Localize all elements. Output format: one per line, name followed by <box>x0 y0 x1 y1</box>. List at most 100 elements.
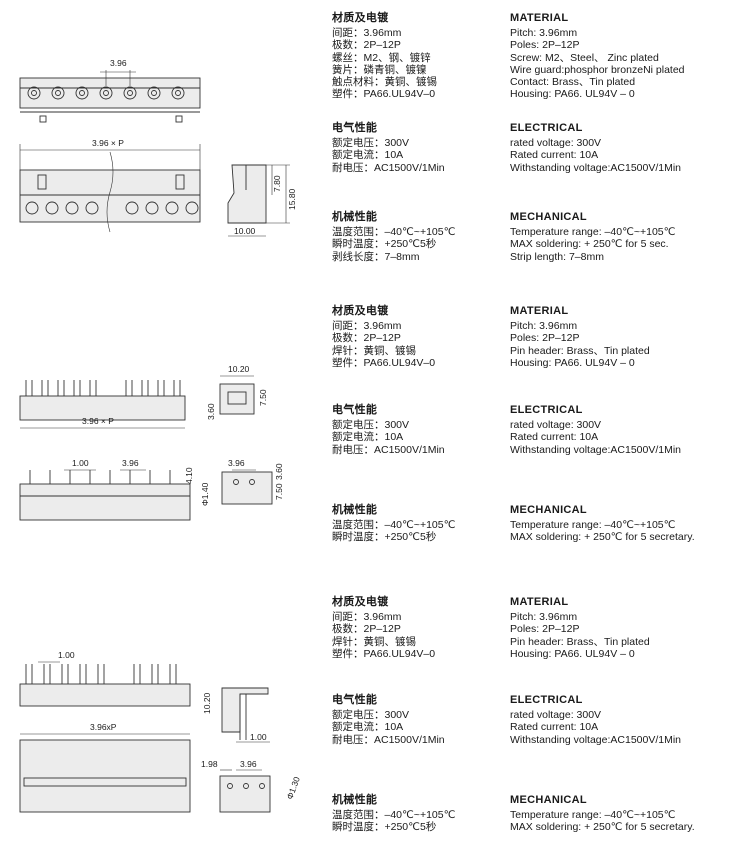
dim-t: 4.10 <box>184 467 194 484</box>
s1-electrical-en: ELECTRICAL rated voltage: 300V Rated cur… <box>510 122 742 174</box>
heading: 机械性能 <box>332 211 378 223</box>
dim-pitch: 3.96 <box>240 759 257 769</box>
s2-electrical-cn: 电气性能 额定电压：300V 额定电流：10A 耐电压：AC1500V/1Min <box>332 404 497 456</box>
spec-line: 额定电压：300V <box>332 137 410 150</box>
dim-h3: 3.60 <box>274 463 284 480</box>
spec-line: 间距：3.96mm <box>332 320 402 333</box>
heading: 电气性能 <box>332 122 378 134</box>
heading: 机械性能 <box>332 794 378 806</box>
spec-line: Pitch: 3.96mm <box>510 27 578 40</box>
spec-line: 剥线长度：7–8mm <box>332 250 420 263</box>
dim-span: 3.96xP <box>90 722 117 732</box>
spec-line: Withstanding voltage:AC1500V/1Min <box>510 161 682 174</box>
heading: ELECTRICAL <box>510 404 583 416</box>
s2-electrical-en: ELECTRICAL rated voltage: 300V Rated cur… <box>510 404 742 456</box>
dim-w: 10.20 <box>228 364 250 374</box>
spec-line: Housing: PA66. UL94V – 0 <box>510 647 635 660</box>
spec-line: Housing: PA66. UL94V – 0 <box>510 88 635 101</box>
spec-line: 触点材料：黄铜、镀锡 <box>332 76 437 89</box>
spec-line: Screw: M2、Steel、 Zinc plated <box>510 51 659 64</box>
heading: 机械性能 <box>332 504 378 516</box>
spec-line: Poles: 2P–12P <box>510 39 580 52</box>
dim-span: 3.96 × P <box>82 416 114 426</box>
dim-h1: 7.80 <box>272 175 282 192</box>
spec-line: 耐电压：AC1500V/1Min <box>332 443 445 456</box>
spec-line: Rated current: 10A <box>510 721 599 734</box>
s3-electrical-en: ELECTRICAL rated voltage: 300V Rated cur… <box>510 694 742 746</box>
heading: 材质及电镀 <box>332 596 389 608</box>
dim-off: 1.98 <box>201 759 218 769</box>
s1-mechanical-en: MECHANICAL Temperature range: –40℃~+105℃… <box>510 211 742 263</box>
s3-front-view: 3.96xP <box>19 722 191 813</box>
s3-pin-side-view: 1.98 3.96 Φ1.30 <box>201 759 302 813</box>
s3-drawings: 1.00 10.20 1.00 3.96xP 1.98 3.96 Φ1.30 <box>19 650 302 813</box>
s1-mechanical-cn: 机械性能 温度范围：–40℃~+105℃ 瞬时温度：+250℃5秒 剥线长度：7… <box>332 211 497 263</box>
spec-line: 间距：3.96mm <box>332 27 402 40</box>
spec-line: 额定电流：10A <box>332 721 404 734</box>
dim-h2: 7.50 <box>258 389 268 406</box>
s2-pin-view: 1.00 3.96 4.10 <box>19 458 194 521</box>
dim-h: 10.20 <box>202 692 212 714</box>
s1-front-view: 3.96 × P <box>19 138 201 233</box>
spec-line: Temperature range: –40℃~+105℃ <box>510 226 676 239</box>
spec-line: 塑件：PA66.UL94V–0 <box>332 647 436 660</box>
s3-electrical-cn: 电气性能 额定电压：300V 额定电流：10A 耐电压：AC1500V/1Min <box>332 694 497 746</box>
spec-line: 额定电压：300V <box>332 419 410 432</box>
dim-pin2: 1.00 <box>250 732 267 742</box>
heading: 材质及电镀 <box>332 12 389 24</box>
s2-pin-side-view: 3.96 Φ1.40 3.60 7.50 <box>200 458 284 506</box>
spec-line: Temperature range: –40℃~+105℃ <box>510 519 676 532</box>
heading: 材质及电镀 <box>332 305 389 317</box>
spec-line: MAX soldering: + 250℃ for 5 secretary. <box>510 821 695 834</box>
spec-line: 极数：2P–12P <box>332 332 401 345</box>
spec-line: Rated current: 10A <box>510 149 599 162</box>
dim-h2: 15.80 <box>287 188 297 210</box>
s2-material-cn: 材质及电镀 间距：3.96mm 极数：2P–12P 焊针：黄铜、镀锡 塑件：PA… <box>332 305 497 369</box>
spec-line: rated voltage: 300V <box>510 137 602 150</box>
spec-line: 温度范围：–40℃~+105℃ <box>332 519 456 532</box>
spec-line: Strip length: 7–8mm <box>510 250 604 263</box>
dim-pitch: 3.96 <box>122 458 139 468</box>
spec-line: 塑件：PA66.UL94V–0 <box>332 88 436 101</box>
s2-side-view: 10.20 3.60 7.50 <box>206 364 268 420</box>
s3-mechanical-en: MECHANICAL Temperature range: –40℃~+105℃… <box>510 794 742 834</box>
dim-pitch2: 3.96 <box>228 458 245 468</box>
spec-line: Pitch: 3.96mm <box>510 320 578 333</box>
s3-mechanical-cn: 机械性能 温度范围：–40℃~+105℃ 瞬时温度：+250℃5秒 <box>332 794 497 834</box>
spec-line: 极数：2P–12P <box>332 39 401 52</box>
dim-w: 10.00 <box>234 226 256 236</box>
spec-line: Withstanding voltage:AC1500V/1Min <box>510 443 682 456</box>
spec-line: Wire guard:phosphor bronzeNi plated <box>510 63 685 76</box>
heading: ELECTRICAL <box>510 694 583 706</box>
spec-line: Poles: 2P–12P <box>510 332 580 345</box>
s2-material-en: MATERIAL Pitch: 3.96mm Poles: 2P–12P Pin… <box>510 305 742 369</box>
spec-line: 螺丝：M2、钢、镀锌 <box>332 51 431 64</box>
spec-line: 瞬时温度：+250℃5秒 <box>332 531 437 544</box>
spec-line: MAX soldering: + 250℃ for 5 secretary. <box>510 531 695 544</box>
s1-drawings: 3.96 3.96 × P 7.80 15.80 10.00 <box>19 58 297 237</box>
spec-line: 瞬时温度：+250℃5秒 <box>332 238 437 251</box>
s2-mechanical-cn: 机械性能 温度范围：–40℃~+105℃ 瞬时温度：+250℃5秒 <box>332 504 497 544</box>
s2-front-view: 3.96 × P <box>19 380 186 429</box>
s3-side-view: 10.20 1.00 <box>202 687 270 743</box>
s1-material-en: MATERIAL Pitch: 3.96mm Poles: 2P–12P Scr… <box>510 12 742 100</box>
spec-line: 瞬时温度：+250℃5秒 <box>332 821 437 834</box>
heading: 电气性能 <box>332 404 378 416</box>
spec-line: Rated current: 10A <box>510 431 599 444</box>
heading: 电气性能 <box>332 694 378 706</box>
spec-line: 温度范围：–40℃~+105℃ <box>332 226 456 239</box>
s2-mechanical-en: MECHANICAL Temperature range: –40℃~+105℃… <box>510 504 742 544</box>
spec-line: 额定电流：10A <box>332 149 404 162</box>
spec-line: Temperature range: –40℃~+105℃ <box>510 809 676 822</box>
heading: MECHANICAL <box>510 504 587 516</box>
spec-line: 塑件：PA66.UL94V–0 <box>332 356 436 369</box>
heading: ELECTRICAL <box>510 122 583 134</box>
dim-dia: Φ1.30 <box>284 775 301 801</box>
dim-span: 3.96 × P <box>92 138 124 148</box>
s1-top-view: 3.96 <box>19 58 201 123</box>
spec-line: 额定电压：300V <box>332 709 410 722</box>
s3-top-view: 1.00 <box>19 650 191 707</box>
dim-pin: 1.00 <box>58 650 75 660</box>
heading: MECHANICAL <box>510 211 587 223</box>
heading: MATERIAL <box>510 596 569 608</box>
